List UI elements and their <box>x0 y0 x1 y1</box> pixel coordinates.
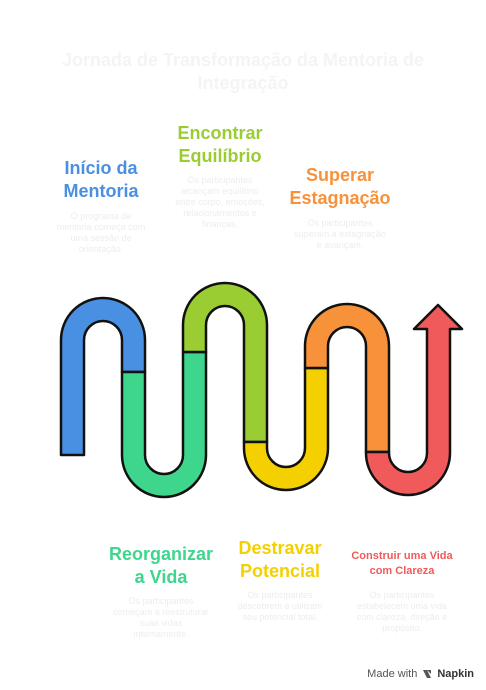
stage-1-title: Início da Mentoria <box>63 158 139 201</box>
path-segment-1 <box>59 296 147 457</box>
made-with-label: Made with <box>367 668 418 680</box>
footer-attribution: Made with Napkin <box>367 668 474 680</box>
napkin-brand-label: Napkin <box>437 668 474 680</box>
stage-6-description: Os participantes estabelecem uma vida co… <box>356 590 448 633</box>
path-segment-6-arrow <box>364 303 464 497</box>
stage-6-title: Construir uma Vida com Clareza <box>351 550 453 577</box>
stage-1-description: O programa de mentoria começa com uma se… <box>56 211 146 254</box>
stage-5-title: Superar Estagnação <box>289 165 391 208</box>
stage-2-description: Os participantes começam a reestruturar … <box>113 596 209 639</box>
path-segment-5 <box>303 302 391 454</box>
path-segment-4 <box>242 366 330 492</box>
path-segment-3 <box>181 281 269 444</box>
stage-4-title: Destravar Potencial <box>238 538 322 581</box>
stage-4-description: Os participantes descobrem e utilizam se… <box>237 590 323 622</box>
stage-3-description: Os participantes alcançam equilíbrio ent… <box>175 175 265 229</box>
page-title: Jornada de Transformação da Mentoria de … <box>61 50 425 93</box>
stage-5-description: Os participantes superam a estagnação e … <box>294 218 386 250</box>
path-segment-2 <box>120 350 208 499</box>
napkin-logo-icon <box>423 670 432 678</box>
stage-3-title: Encontrar Equilíbrio <box>177 123 263 166</box>
stage-2-title: Reorganizar a Vida <box>108 544 214 587</box>
